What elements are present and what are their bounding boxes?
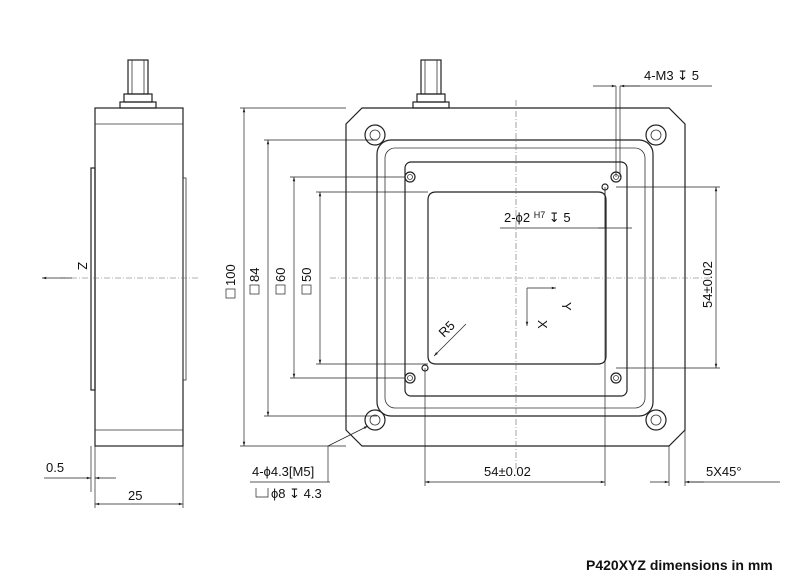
pin-tolerance: H7 (534, 210, 546, 220)
counterbore-symbol (255, 488, 269, 498)
counterbore-callout: ϕ8 ↧ 4.3 (271, 486, 322, 501)
mount-holes (364, 124, 667, 431)
front-view: Y X R5 100 84 60 50 54±0.02 (223, 59, 780, 501)
dim-thickness: 25 (128, 488, 142, 503)
dim-outer: 100 (223, 264, 238, 286)
dim-hole-spacing-horizontal: 54±0.02 (484, 464, 531, 479)
chamfer-label: 5X45° (706, 464, 742, 479)
depth-symbol: ↧ (677, 68, 688, 83)
depth-symbol-3: ↧ (289, 486, 300, 501)
z-axis-label: Z (75, 262, 90, 270)
dim-step: 0.5 (46, 460, 64, 475)
dim-aperture: 50 (299, 268, 314, 282)
dim-hole-spacing-vertical: 54±0.02 (700, 261, 715, 308)
mount-hole-callout: 4-ϕ4.3[M5] (252, 464, 314, 479)
dim-platform: 60 (273, 268, 288, 282)
axis-x-label: X (535, 320, 550, 329)
thread-callout: 4-M3 ↧ 5 (644, 68, 699, 83)
front-connector (412, 59, 450, 109)
thread-callout-size: 4-M3 (644, 68, 674, 83)
thread-callout-depth: 5 (692, 68, 699, 83)
drawing-title: P420XYZ dimensions in mm (586, 557, 773, 573)
pin-callout: 2-ϕ2 H7 ↧ 5 (504, 206, 571, 225)
pin-depth: 5 (563, 210, 570, 225)
corner-radius-label: R5 (436, 318, 458, 340)
side-view: Z 0.5 25 (41, 59, 200, 508)
axis-y-label: Y (559, 302, 574, 311)
outer-plate (345, 107, 686, 447)
pin-callout-prefix: 2-ϕ2 (504, 210, 530, 225)
side-body (94, 107, 184, 447)
depth-symbol-2: ↧ (549, 210, 560, 225)
platform (404, 161, 628, 397)
thread-holes (404, 171, 622, 384)
side-connector (119, 59, 157, 109)
xy-axis (525, 286, 557, 326)
counterbore-depth: 4.3 (304, 486, 322, 501)
counterbore-diameter: ϕ8 (271, 486, 286, 501)
dim-inner-frame: 84 (247, 268, 262, 282)
